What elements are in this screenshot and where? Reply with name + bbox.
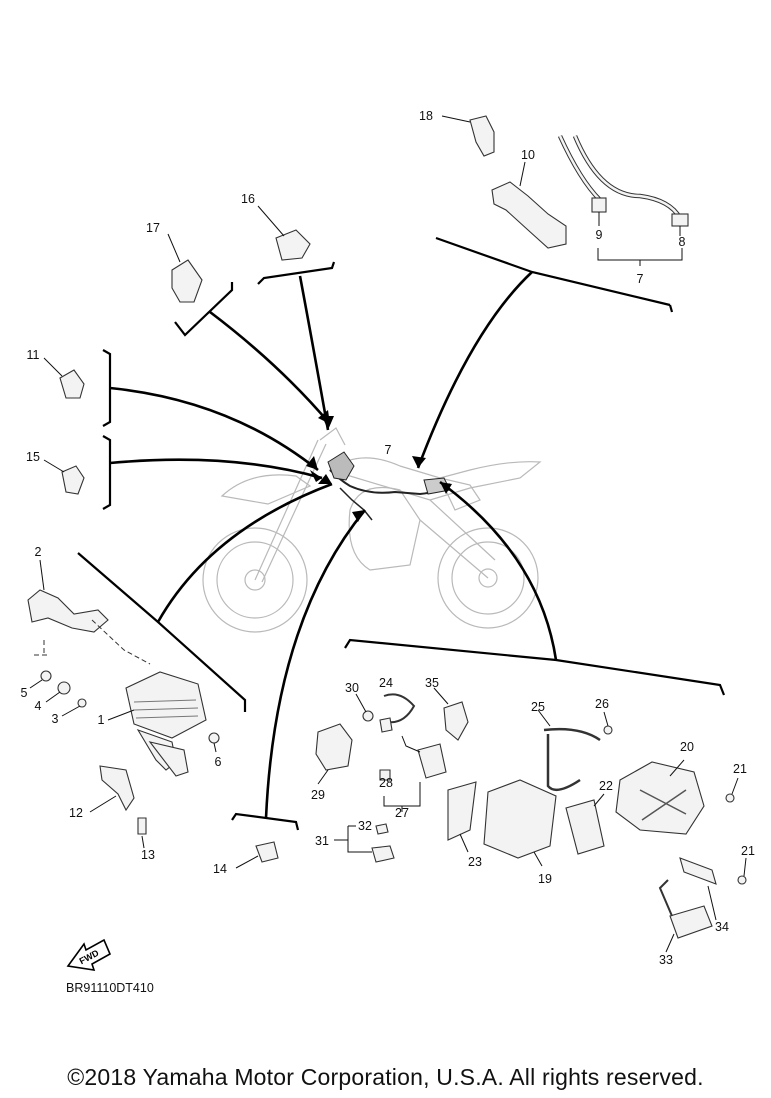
part-18-clamp xyxy=(441,115,495,157)
callout-29: 29 xyxy=(311,788,325,802)
part-35-holder xyxy=(433,687,469,741)
fwd-arrow-icon: FWD xyxy=(66,938,112,971)
callout-18: 18 xyxy=(419,109,433,123)
wire-harness-on-bike xyxy=(327,451,451,521)
part-26-screw xyxy=(603,711,613,735)
part-16-band xyxy=(257,205,311,261)
callout-numbers: 1 2 3 4 5 6 7 7 8 9 10 11 12 13 14 15 16… xyxy=(21,109,755,967)
part-31-32-connector xyxy=(334,823,395,863)
part-22-pad xyxy=(565,793,605,855)
part-11-sensor xyxy=(43,357,85,399)
callout-15: 15 xyxy=(26,450,40,464)
bracket-lines xyxy=(77,236,726,831)
callout-8: 8 xyxy=(679,235,686,249)
part-3-bolt xyxy=(61,698,87,717)
part-30-clip xyxy=(355,693,374,722)
callout-21-lower: 21 xyxy=(741,844,755,858)
callout-21-upper: 21 xyxy=(733,762,747,776)
callout-2: 2 xyxy=(35,545,42,559)
callout-31: 31 xyxy=(315,834,329,848)
callout-19: 19 xyxy=(538,872,552,886)
part-5-nut xyxy=(29,670,52,689)
callout-3: 3 xyxy=(52,712,59,726)
callout-9: 9 xyxy=(596,228,603,242)
part-17-band xyxy=(167,233,203,303)
part-27-fuse-box xyxy=(379,735,447,812)
part-19-case xyxy=(483,779,557,867)
part-10-cap xyxy=(491,161,567,249)
callout-22: 22 xyxy=(599,779,613,793)
callout-7-group: 7 xyxy=(637,272,644,286)
callout-33: 33 xyxy=(659,953,673,967)
callout-16: 16 xyxy=(241,192,255,206)
callout-23: 23 xyxy=(468,855,482,869)
part-13-screw xyxy=(137,817,147,849)
copyright-notice: ©2018 Yamaha Motor Corporation, U.S.A. A… xyxy=(67,1064,704,1090)
callout-26: 26 xyxy=(595,697,609,711)
part-4-washer xyxy=(45,681,71,703)
part-15-sensor xyxy=(43,459,85,495)
callout-24: 24 xyxy=(379,676,393,690)
part-7-sub-lead xyxy=(557,135,689,266)
callout-25: 25 xyxy=(531,700,545,714)
callout-1: 1 xyxy=(98,713,105,727)
part-14-bolt xyxy=(235,841,279,869)
pointer-curves xyxy=(109,271,558,819)
drawing-code: BR91110DT410 xyxy=(66,981,154,995)
part-12-stay xyxy=(89,765,135,813)
part-20-ecu-bracket xyxy=(615,759,705,835)
motorcycle-outline xyxy=(202,427,542,633)
part-24-lead xyxy=(379,693,416,733)
callout-20: 20 xyxy=(680,740,694,754)
callout-14: 14 xyxy=(213,862,227,876)
callout-12: 12 xyxy=(69,806,83,820)
part-25-lead xyxy=(537,709,601,792)
callout-5: 5 xyxy=(21,686,28,700)
part-33-sensor xyxy=(658,879,713,953)
part-29-relay xyxy=(315,723,353,785)
callout-13: 13 xyxy=(141,848,155,862)
callout-17: 17 xyxy=(146,221,160,235)
part-34-stay xyxy=(679,857,717,921)
callout-7-bike: 7 xyxy=(385,443,392,457)
callout-35: 35 xyxy=(425,676,439,690)
part-6-bolt xyxy=(208,732,220,753)
part-21-bolts xyxy=(725,777,747,885)
callout-10: 10 xyxy=(521,148,535,162)
callout-34: 34 xyxy=(715,920,729,934)
part-2-bracket xyxy=(27,559,151,665)
callout-30: 30 xyxy=(345,681,359,695)
part-1-rectifier xyxy=(107,671,207,777)
callout-6: 6 xyxy=(215,755,222,769)
callout-28: 28 xyxy=(379,776,393,790)
callout-4: 4 xyxy=(35,699,42,713)
part-23-cover xyxy=(447,781,477,853)
callout-11: 11 xyxy=(27,348,40,362)
callout-27: 27 xyxy=(395,806,409,820)
callout-32: 32 xyxy=(358,819,372,833)
